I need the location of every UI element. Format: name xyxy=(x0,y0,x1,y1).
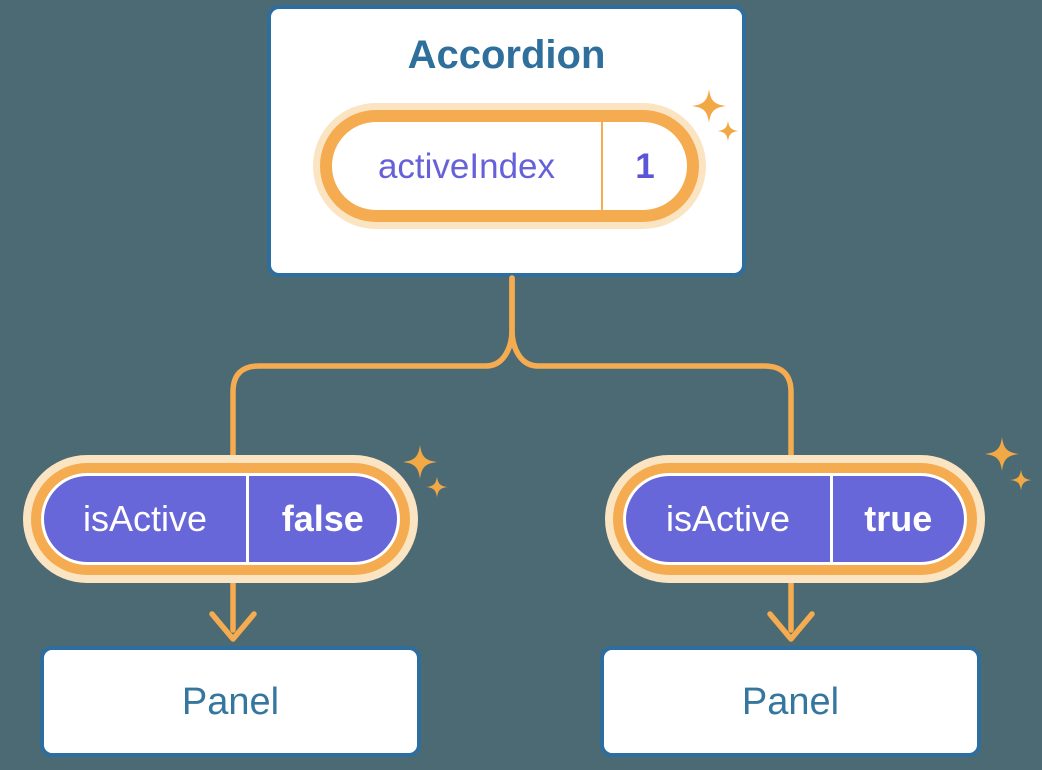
panel-card-left: Panel xyxy=(40,646,421,757)
sparkle-icon xyxy=(985,437,1032,491)
state-name: activeIndex xyxy=(377,146,556,186)
panel-label: Panel xyxy=(741,680,840,723)
state-pill: activeIndex 1 xyxy=(332,122,687,210)
arrowhead-right-icon xyxy=(767,611,815,642)
branch-left-line xyxy=(230,275,515,633)
pill-divider xyxy=(246,476,249,562)
prop-pill-right: isActive true xyxy=(626,476,964,562)
sparkle-icon xyxy=(403,445,448,498)
sparkle-icon xyxy=(692,89,739,142)
prop-name: isActive xyxy=(665,498,791,539)
branch-right-line xyxy=(509,275,794,633)
prop-value: false xyxy=(281,498,364,539)
prop-value: true xyxy=(864,498,933,539)
state-value: 1 xyxy=(635,146,655,186)
accordion-title: Accordion xyxy=(407,33,606,77)
panel-card-right: Panel xyxy=(600,646,981,757)
prop-pill-left: isActive false xyxy=(44,476,397,562)
pill-divider xyxy=(601,122,603,210)
arrowhead-left-icon xyxy=(209,611,257,642)
prop-name: isActive xyxy=(82,498,208,539)
pill-divider xyxy=(830,476,833,562)
panel-label: Panel xyxy=(181,680,280,723)
